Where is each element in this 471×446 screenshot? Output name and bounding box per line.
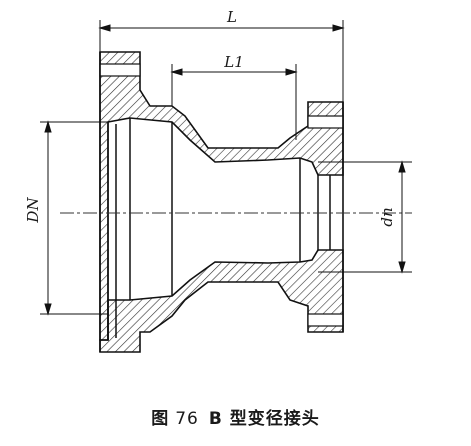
dimension-L1 [170, 64, 298, 140]
figure-number: 76 [175, 409, 199, 429]
figure-label: 图 [151, 409, 170, 429]
flange-faces [99, 52, 344, 352]
label-L: L [226, 8, 237, 26]
figure-title: B 型变径接头 [208, 409, 320, 429]
bolt-hole-top-left [99, 63, 141, 77]
dimension-DN [40, 120, 108, 316]
label-DN: DN [24, 197, 42, 224]
lower-wall-section [99, 249, 344, 353]
label-dn: dn [378, 207, 396, 226]
dimension-dn [318, 160, 412, 274]
dimension-L [98, 20, 345, 102]
bolt-hole-bottom-right [307, 313, 344, 327]
bore-outline [107, 118, 331, 340]
label-L1: L1 [223, 53, 244, 71]
bolt-hole-top-right [307, 115, 344, 129]
